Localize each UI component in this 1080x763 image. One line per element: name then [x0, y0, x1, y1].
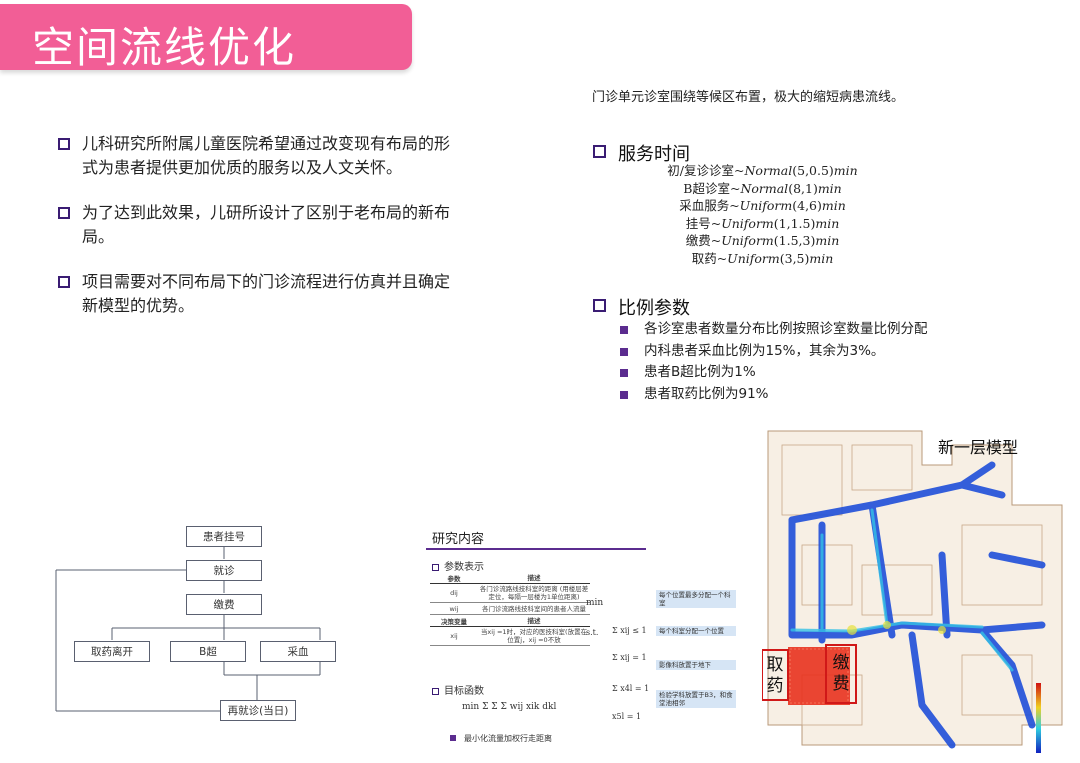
list-item: 患者取药比例为91% — [620, 384, 1020, 406]
square-bullet-icon — [58, 207, 70, 219]
flow-node-pharmacy: 取药离开 — [74, 641, 150, 662]
square-bullet-icon — [58, 138, 70, 150]
formula-row: 取药~Uniform(3,5)min — [691, 250, 834, 266]
filled-square-bullet-icon — [620, 390, 628, 399]
formula-row: 挂号~Uniform(1,1.5)min — [685, 215, 840, 231]
page-title: 空间流线优化 — [32, 23, 297, 72]
square-bullet-icon — [432, 687, 439, 695]
flow-node-register: 患者挂号 — [186, 526, 262, 547]
flow-node-consult: 就诊 — [186, 560, 262, 581]
tag-pay: 缴费 — [832, 653, 850, 694]
service-formulas: 初/复诊诊室~Normal(5,0.5)min B超诊室~Normal(8,1)… — [650, 162, 875, 268]
filled-square-bullet-icon — [620, 369, 628, 377]
objective-heading: 目标函数 — [432, 682, 484, 697]
flow-node-blood: 采血 — [260, 641, 336, 662]
service-heading: 服务时间 — [593, 140, 690, 166]
constraint-4: x5l = 1 — [612, 712, 642, 721]
list-item: 内科患者采血比例为15%，其余为3%。 — [620, 341, 1020, 363]
flow-node-ultrasound: B超 — [170, 641, 246, 662]
tag-pharmacy: 取药 — [766, 655, 784, 696]
constraint-2: Σ xij = 1 — [612, 653, 647, 662]
list-item: 项目需要对不同布局下的门诊流程进行仿真并且确定新模型的优势。 — [58, 270, 463, 318]
objective-formula: min Σ Σ Σ wij xik dkl — [462, 702, 557, 712]
constraint-caption: 每个位置最多分配一个科室 — [656, 590, 736, 608]
square-bullet-icon — [593, 299, 606, 312]
list-item: 患者B超比例为1% — [620, 362, 1020, 384]
square-bullet-icon — [58, 276, 70, 288]
constraint-st: s.t. — [586, 628, 599, 637]
title-banner: 空间流线优化 — [0, 4, 412, 72]
ratio-list: 各诊室患者数量分布比例按照诊室数量比例分配 内科患者采血比例为15%，其余为3%… — [620, 319, 1020, 405]
top-note: 门诊单元诊室围绕等候区布置，极大的缩短病患流线。 — [592, 90, 905, 105]
research-title: 研究内容 — [432, 532, 485, 547]
list-item: 各诊室患者数量分布比例按照诊室数量比例分配 — [620, 319, 1020, 341]
constraint-caption: 检验学科放置于B3，和食堂池相邻 — [656, 690, 736, 708]
flow-node-revisit: 再就诊(当日) — [220, 700, 296, 721]
constraint-3: Σ x4l = 1 — [612, 684, 650, 693]
formula-row: 初/复诊诊室~Normal(5,0.5)min — [667, 163, 858, 178]
table-row: 参数描述 — [430, 572, 590, 584]
list-item: 儿科研究所附属儿童医院希望通过改变现有布局的形式为患者提供更加优质的服务以及人文… — [58, 132, 463, 180]
title-underline — [426, 548, 646, 550]
flowchart-connectors — [55, 547, 321, 712]
formula-row: B超诊室~Normal(8,1)min — [683, 180, 842, 196]
constraint-min: min — [586, 598, 604, 608]
square-bullet-icon — [432, 563, 439, 571]
flow-node-pay: 缴费 — [186, 594, 262, 615]
model-label: 新一层模型 — [938, 438, 1019, 457]
filled-square-bullet-icon — [620, 326, 628, 334]
patient-flowchart: 患者挂号 就诊 缴费 取药离开 B超 采血 再就诊(当日) — [52, 520, 382, 725]
constraint-caption: 影像科放置于地下 — [656, 660, 736, 670]
floor-plan-graphic — [762, 425, 1074, 758]
table-row: 决策变量描述 — [430, 615, 590, 627]
research-footer: 最小化流量加权行走距离 — [450, 733, 552, 744]
formula-row: 缴费~Uniform(1.5,3)min — [685, 233, 840, 249]
formula-row: 采血服务~Uniform(4,6)min — [679, 198, 846, 214]
constraint-caption: 每个科室分配一个位置 — [656, 626, 736, 636]
param-heading: 参数表示 — [432, 558, 484, 573]
floor-heatmap-model: 新一层模型 取药 缴费 — [762, 425, 1074, 758]
list-item: 为了达到此效果，儿研所设计了区别于老布局的新布局。 — [58, 201, 463, 249]
filled-square-bullet-icon — [450, 735, 456, 741]
constraint-1: Σ xij ≤ 1 — [612, 626, 647, 635]
square-bullet-icon — [593, 145, 606, 158]
filled-square-bullet-icon — [620, 347, 628, 356]
left-bullet-list: 儿科研究所附属儿童医院希望通过改变现有布局的形式为患者提供更加优质的服务以及人文… — [58, 132, 463, 339]
ratio-heading: 比例参数 — [593, 294, 690, 320]
